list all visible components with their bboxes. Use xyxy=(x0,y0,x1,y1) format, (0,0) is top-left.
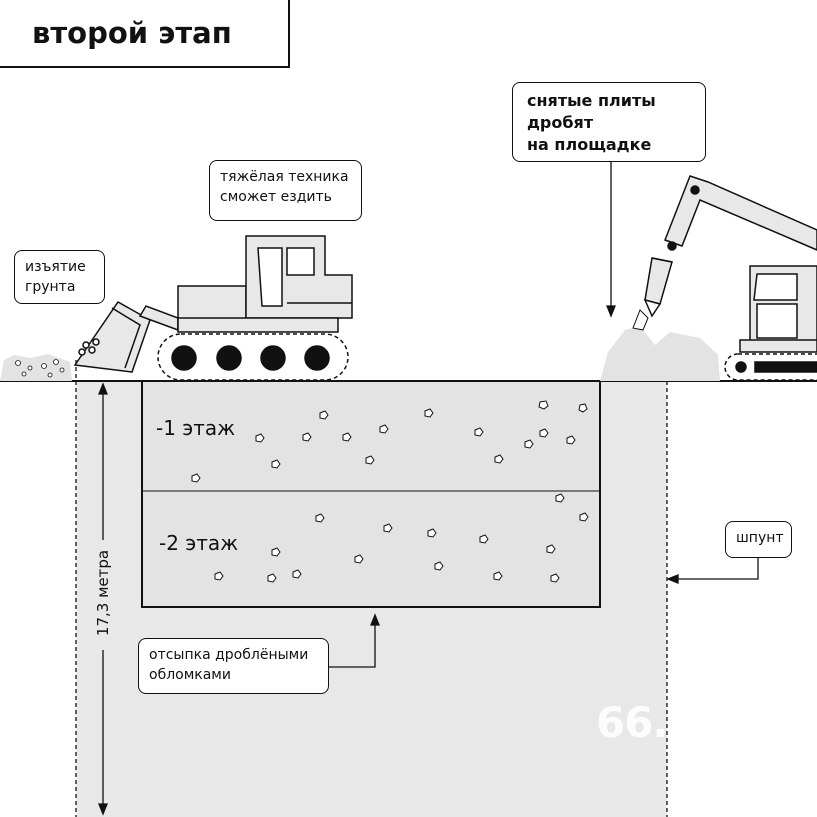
excavator-vehicle xyxy=(643,175,817,381)
label-heavy-machinery: тяжёлая техника сможет ездить xyxy=(209,160,362,221)
label-backfill: отсыпка дроблёными обломками xyxy=(138,638,329,694)
label-sheet-pile: шпунт xyxy=(725,521,792,558)
label-soil-removal: изъятие грунта xyxy=(14,250,105,304)
depth-label: 17,3 метра xyxy=(94,549,112,637)
underground-floors xyxy=(141,380,601,608)
soil-pile xyxy=(0,354,72,381)
page-title: второй этап xyxy=(0,0,290,68)
label-crushed-slabs: снятые плиты дробят на площадке xyxy=(512,82,706,162)
debris xyxy=(191,400,589,583)
floor-label-minus-1: -1 этаж xyxy=(156,416,236,440)
floor-label-minus-2: -2 этаж xyxy=(159,531,239,555)
callout-arrows xyxy=(329,162,759,668)
watermark: 66. xyxy=(596,698,668,747)
rubble-pile xyxy=(600,309,720,381)
loader-vehicle xyxy=(73,235,353,381)
